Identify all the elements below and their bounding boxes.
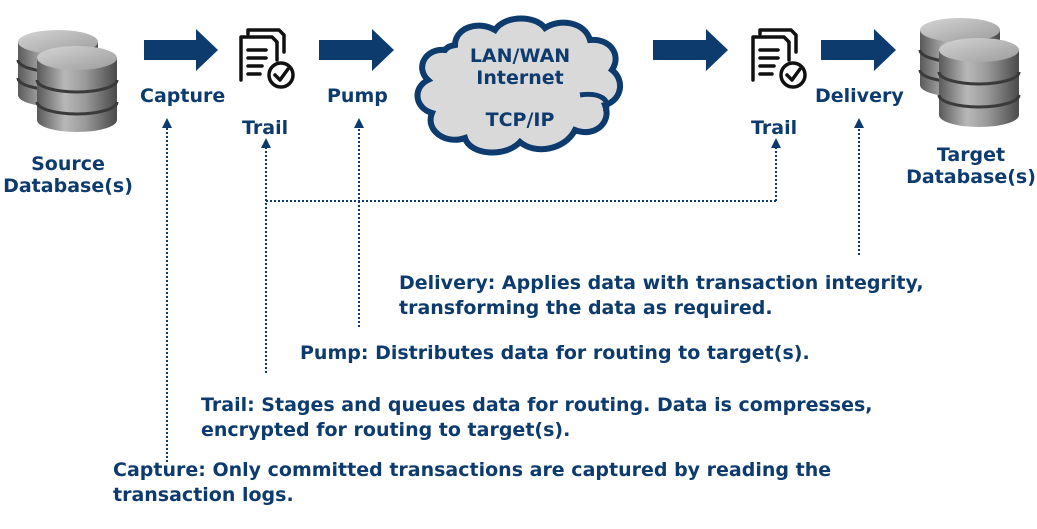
network-cloud-text: LAN/WAN Internet TCP/IP <box>440 45 600 131</box>
target-database-icon <box>918 18 1021 127</box>
source-label-line2: Database(s) <box>3 175 133 197</box>
trail-document-icon <box>751 28 807 89</box>
target-database-label: Target Database(s) <box>905 144 1037 188</box>
source-database-icon <box>16 30 119 132</box>
trail-target-label: Trail <box>751 117 798 139</box>
network-line2: Internet <box>476 67 564 89</box>
network-line3: TCP/IP <box>485 109 555 131</box>
pump-description: Pump: Distributes data for routing to ta… <box>300 341 810 366</box>
arrow-cloud-to-trail <box>653 29 728 71</box>
capture-description-line1: Capture: Only committed transactions are… <box>113 459 832 481</box>
arrow-trail-to-target <box>821 29 896 71</box>
target-label-line1: Target <box>936 144 1006 166</box>
trail-description: Trail: Stages and queues data for routin… <box>201 393 873 443</box>
capture-description: Capture: Only committed transactions are… <box>113 458 831 508</box>
capture-label: Capture <box>140 85 226 107</box>
network-cloud-icon <box>414 15 623 156</box>
arrow-trail-to-pump <box>319 29 394 71</box>
target-label-line2: Database(s) <box>906 166 1036 188</box>
pump-description-line1: Pump: Distributes data for routing to ta… <box>300 342 810 364</box>
delivery-description: Delivery: Applies data with transaction … <box>399 271 924 321</box>
pump-label: Pump <box>327 85 388 107</box>
capture-description-line2: transaction logs. <box>113 484 294 506</box>
delivery-label: Delivery <box>815 85 904 107</box>
network-line1: LAN/WAN <box>469 45 571 67</box>
trail-document-icon <box>239 28 295 89</box>
trail-source-label: Trail <box>242 117 289 139</box>
trail-description-line1: Trail: Stages and queues data for routin… <box>201 394 873 416</box>
delivery-description-line1: Delivery: Applies data with transaction … <box>399 272 924 294</box>
arrow-source-to-trail <box>144 29 218 71</box>
delivery-description-line2: transforming the data as required. <box>399 297 773 319</box>
trail-description-line2: encrypted for routing to target(s). <box>201 419 571 441</box>
source-label-line1: Source <box>31 153 105 175</box>
source-database-label: Source Database(s) <box>0 153 136 197</box>
